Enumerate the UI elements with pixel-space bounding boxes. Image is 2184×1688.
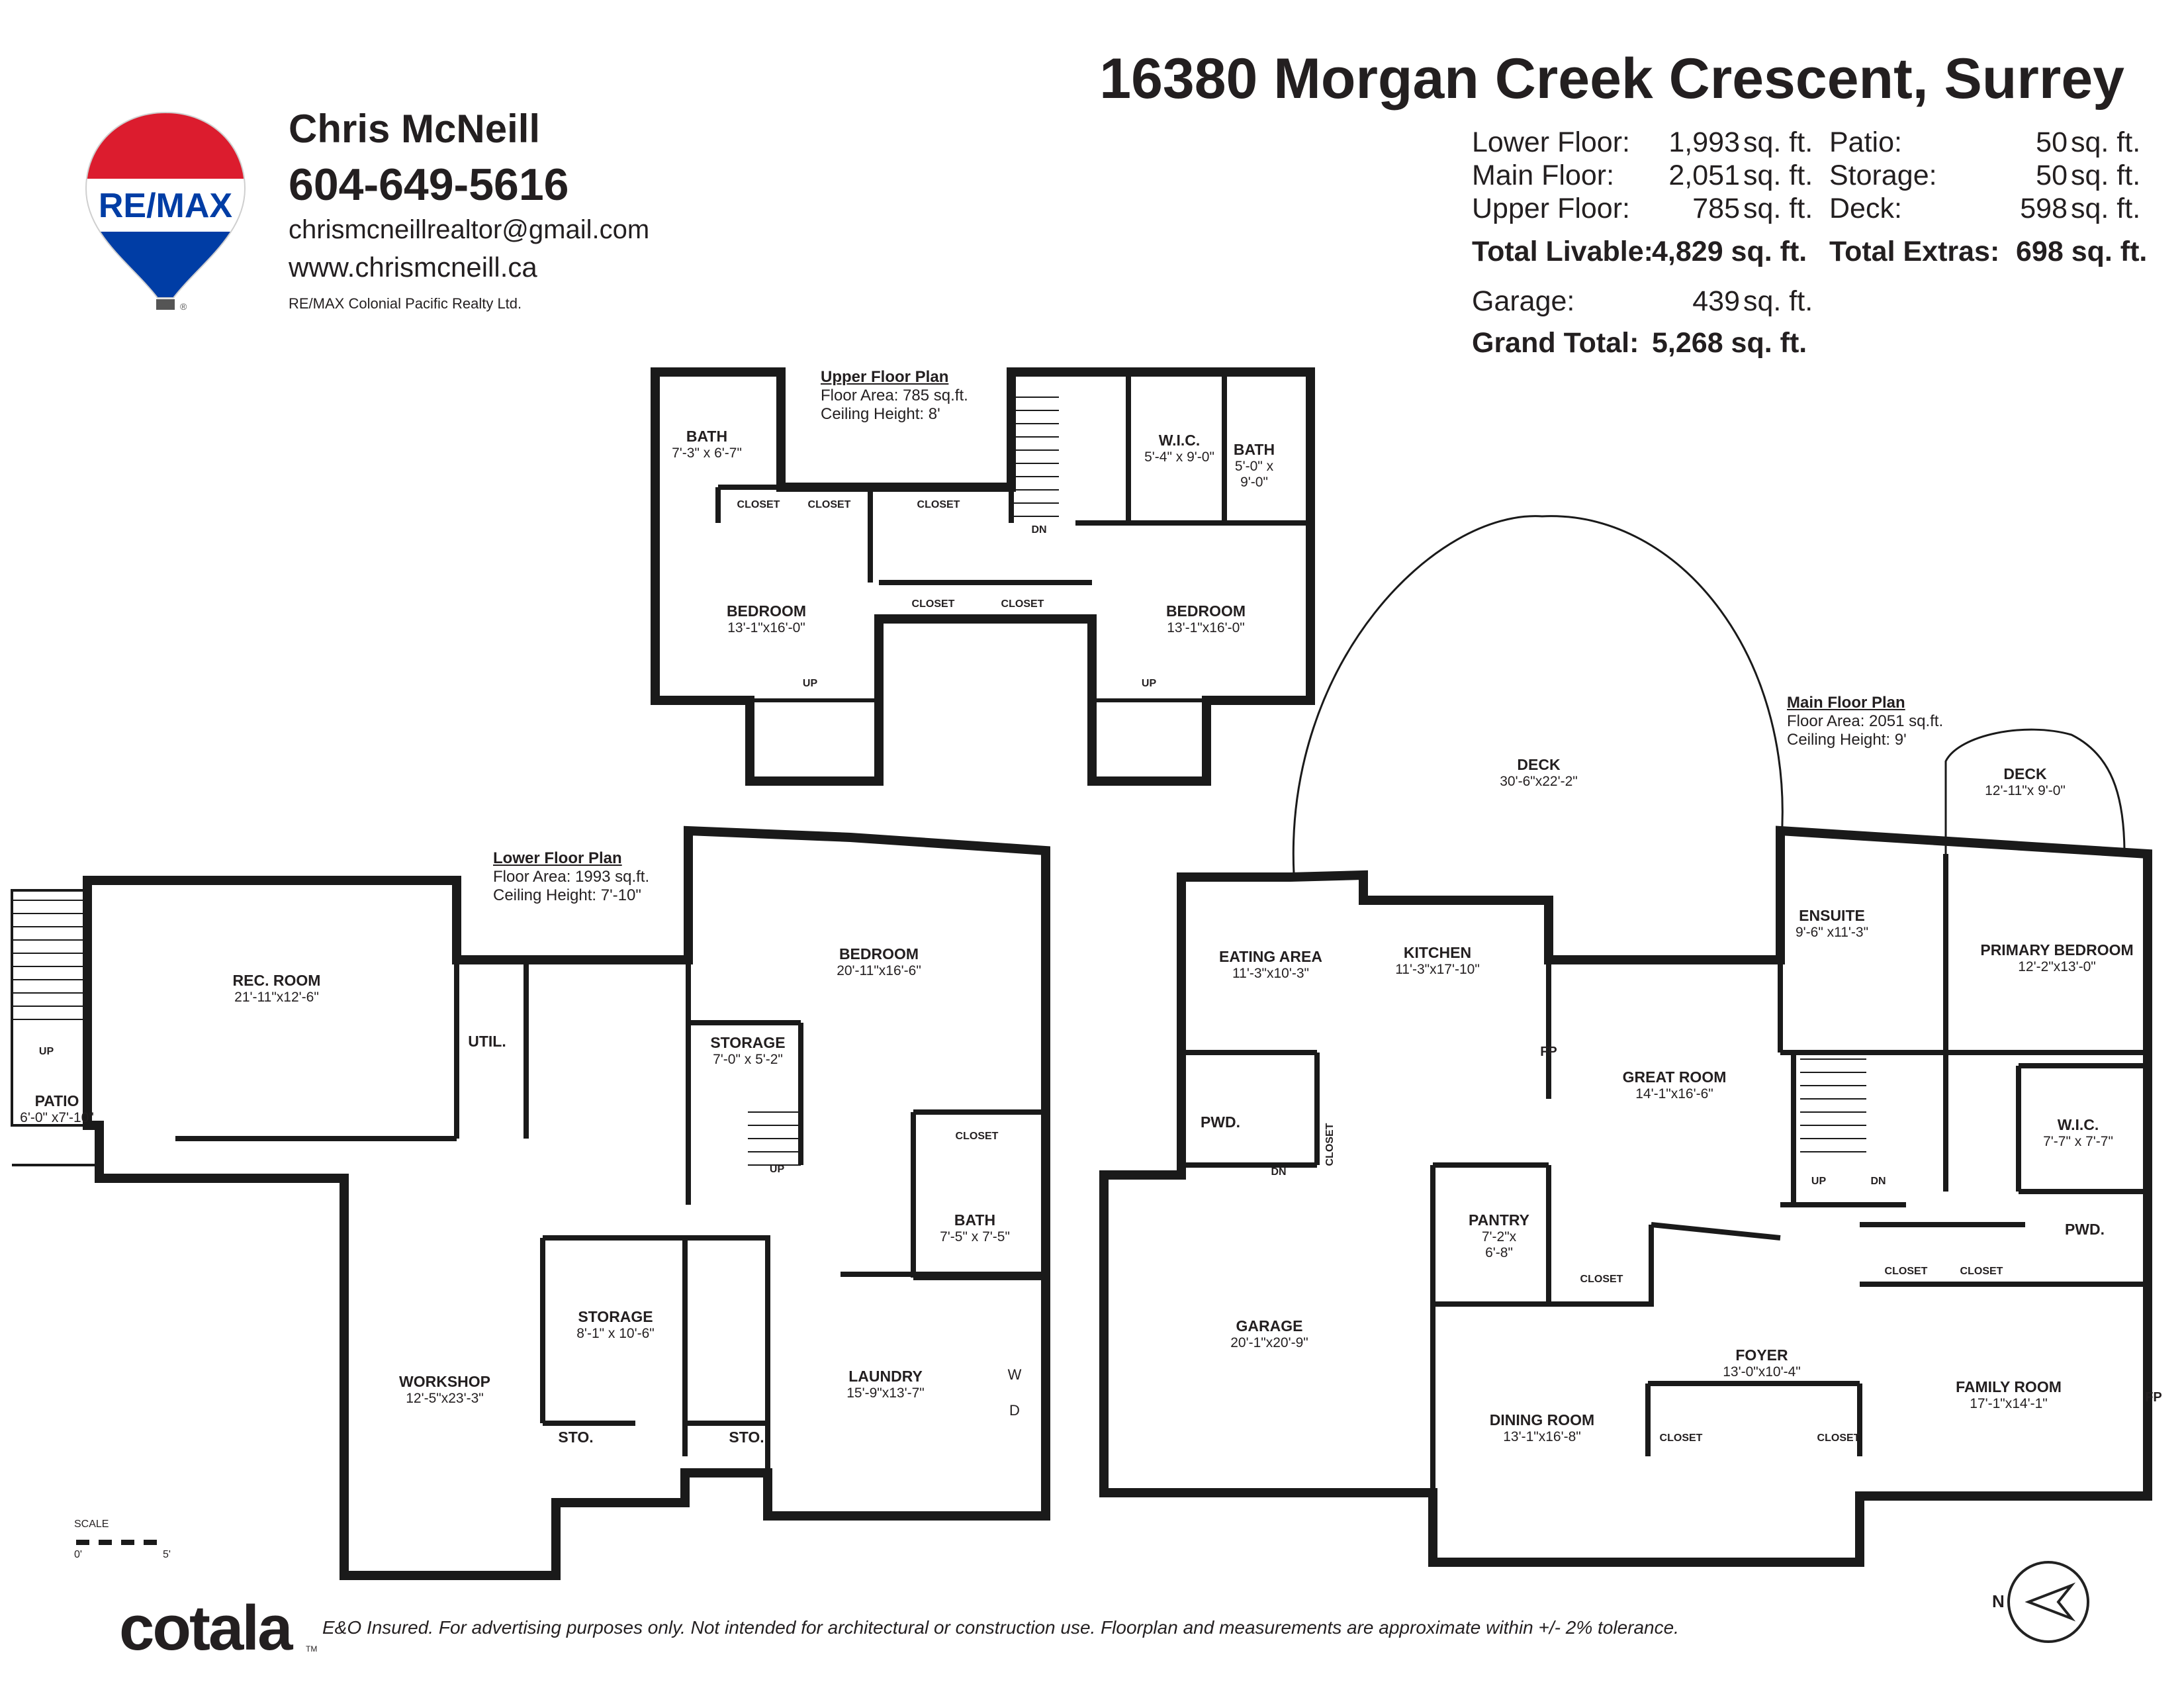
closet-label: CLOSET (807, 499, 851, 510)
closet-label: CLOSET (911, 598, 955, 610)
main-deck-arc (1292, 515, 1784, 874)
stairs-up-label: UP (802, 678, 818, 689)
scale-end: 5' (163, 1549, 171, 1560)
room-lower-sto-1: STO. (558, 1429, 594, 1446)
closet-label: CLOSET (1324, 1123, 1336, 1166)
stairs-down-label: DN (1031, 524, 1047, 536)
upper-floor-walls (651, 367, 1315, 786)
scale-start: 0' (74, 1549, 82, 1560)
closet-label: CLOSET (1817, 1432, 1860, 1444)
property-title: 16380 Morgan Creek Crescent, Surrey (1099, 47, 2124, 111)
main-floor-walls (1099, 825, 2152, 1567)
stairs-down-label: DN (1870, 1176, 1886, 1187)
upper-plan-ceiling: Ceiling Height: 8' (821, 405, 940, 423)
agent-website[interactable]: www.chrismcneill.ca (289, 252, 537, 283)
upper-plan-area: Floor Area: 785 sq.ft. (821, 387, 968, 404)
agent-brokerage: RE/MAX Colonial Pacific Realty Ltd. (289, 295, 522, 312)
main-plan-ceiling: Ceiling Height: 9' (1787, 731, 1907, 749)
room-lower-util: UTIL. (468, 1033, 506, 1050)
room-upper-wic: W.I.C.5'-4" x 9'-0" (1144, 432, 1214, 465)
stairs-down-label: DN (1271, 1166, 1287, 1178)
agent-name: Chris McNeill (289, 107, 541, 151)
agent-phone[interactable]: 604-649-5616 (289, 160, 569, 210)
remax-logo-text: RE/MAX (99, 187, 233, 225)
compass-north-label: N (1992, 1591, 2005, 1611)
stairs-up-label: UP (38, 1046, 54, 1057)
agent-email[interactable]: chrismcneillrealtor@gmail.com (289, 215, 650, 244)
lower-plan-title: Lower Floor Plan (493, 849, 622, 867)
room-main-pwd-1: PWD. (1200, 1113, 1241, 1131)
lower-floor-walls (11, 825, 1050, 1580)
closet-label: CLOSET (1001, 598, 1044, 610)
lower-plan-area: Floor Area: 1993 sq.ft. (493, 868, 650, 886)
room-main-pwd-2: PWD. (2064, 1221, 2105, 1238)
primary-deck-arc (1944, 728, 2126, 855)
main-plan-area: Floor Area: 2051 sq.ft. (1787, 712, 1944, 730)
upper-plan-title: Upper Floor Plan (821, 368, 949, 386)
main-plan-title: Main Floor Plan (1787, 694, 1905, 712)
closet-label: CLOSET (1659, 1432, 1703, 1444)
cotala-tm: TM (306, 1644, 318, 1654)
dryer-label: D (1009, 1402, 1020, 1419)
lower-plan-heading: Lower Floor Plan Floor Area: 1993 sq.ft.… (493, 849, 649, 905)
compass (2007, 1561, 2089, 1643)
closet-label: CLOSET (1580, 1274, 1623, 1285)
fireplace-label: FP (1540, 1045, 1557, 1059)
room-main-wic: W.I.C.7'-7" x 7'-7" (2043, 1116, 2113, 1149)
fireplace-label: FP (2145, 1390, 2162, 1405)
closet-label: CLOSET (917, 499, 960, 510)
scale-title: SCALE (74, 1519, 109, 1530)
cotala-logo: cotala (119, 1593, 293, 1664)
closet-label: CLOSET (955, 1131, 999, 1142)
stairs-up-label: UP (1141, 678, 1157, 689)
svg-text:®: ® (180, 301, 187, 312)
stairs-up-label: UP (769, 1164, 785, 1175)
closet-label: CLOSET (1960, 1266, 2003, 1277)
remax-logo: RE/MAX ® (85, 111, 246, 312)
main-plan-heading: Main Floor Plan Floor Area: 2051 sq.ft. … (1787, 694, 1943, 749)
upper-plan-heading: Upper Floor Plan Floor Area: 785 sq.ft. … (821, 368, 968, 424)
stairs-up-label: UP (1811, 1176, 1827, 1187)
room-lower-sto-2: STO. (729, 1429, 764, 1446)
washer-label: W (1007, 1366, 1022, 1383)
stairs-treads (12, 397, 1866, 1166)
disclaimer: E&O Insured. For advertising purposes on… (322, 1617, 1679, 1638)
closet-label: CLOSET (1884, 1266, 1928, 1277)
lower-plan-ceiling: Ceiling Height: 7'-10" (493, 886, 641, 904)
closet-label: CLOSET (737, 499, 780, 510)
